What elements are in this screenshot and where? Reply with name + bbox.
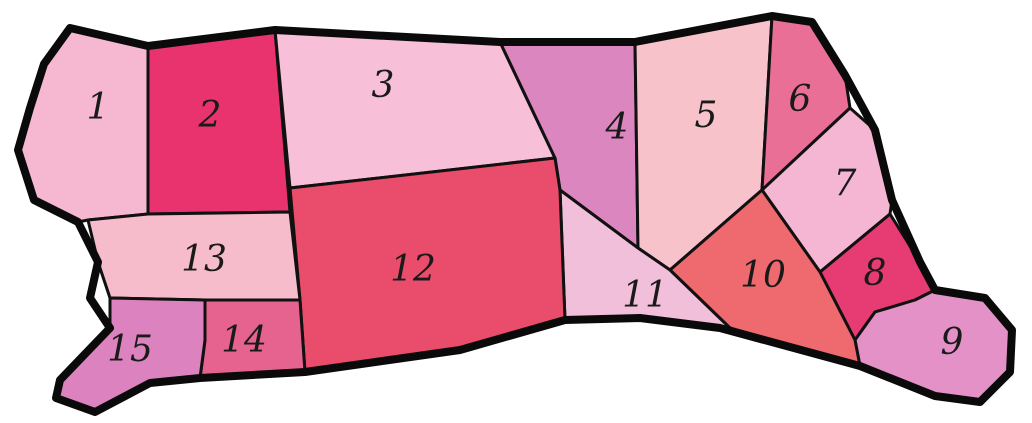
region-label-6: 6 (789, 79, 812, 120)
region-label-12: 12 (390, 249, 436, 290)
region-label-9: 9 (941, 322, 964, 363)
region-label-7: 7 (834, 163, 857, 204)
region-1 (18, 28, 148, 222)
region-label-11: 11 (622, 275, 668, 316)
region-label-14: 14 (221, 320, 267, 361)
regions-layer (18, 16, 1012, 412)
region-label-15: 15 (107, 329, 153, 370)
region-label-8: 8 (864, 253, 887, 294)
region-label-10: 10 (740, 255, 786, 296)
region-label-3: 3 (372, 65, 395, 106)
region-label-5: 5 (695, 95, 718, 136)
region-label-13: 13 (181, 239, 227, 280)
region-label-2: 2 (198, 95, 222, 136)
region-label-1: 1 (87, 87, 110, 128)
region-label-4: 4 (605, 107, 629, 148)
